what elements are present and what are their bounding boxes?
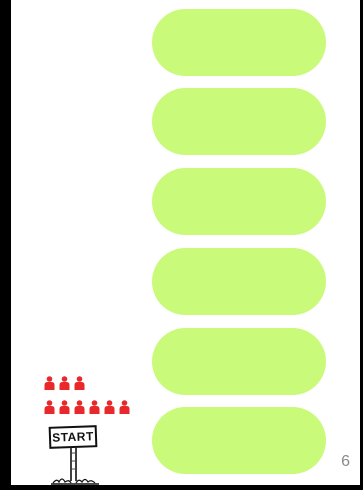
- step-pill-5: [152, 328, 326, 395]
- person-icon: [59, 376, 70, 390]
- person-icon: [104, 400, 115, 414]
- start-signpost-icon: START: [47, 423, 103, 485]
- step-pill-6: [152, 407, 326, 474]
- step-pill-2: [152, 88, 326, 155]
- sign-board: START: [49, 425, 98, 449]
- people-row-bottom: [44, 400, 130, 414]
- person-icon: [74, 400, 85, 414]
- person-icon: [44, 400, 55, 414]
- page-number: 6: [341, 453, 350, 471]
- person-icon: [89, 400, 100, 414]
- person-icon: [59, 400, 70, 414]
- person-icon: [44, 376, 55, 390]
- step-pill-1: [152, 9, 326, 76]
- step-pill-4: [152, 248, 326, 315]
- step-pill-3: [152, 168, 326, 235]
- person-icon: [74, 376, 85, 390]
- people-row-top: [44, 376, 85, 390]
- person-icon: [119, 400, 130, 414]
- sign-text: START: [51, 427, 96, 447]
- slide-page: START 6: [11, 0, 360, 485]
